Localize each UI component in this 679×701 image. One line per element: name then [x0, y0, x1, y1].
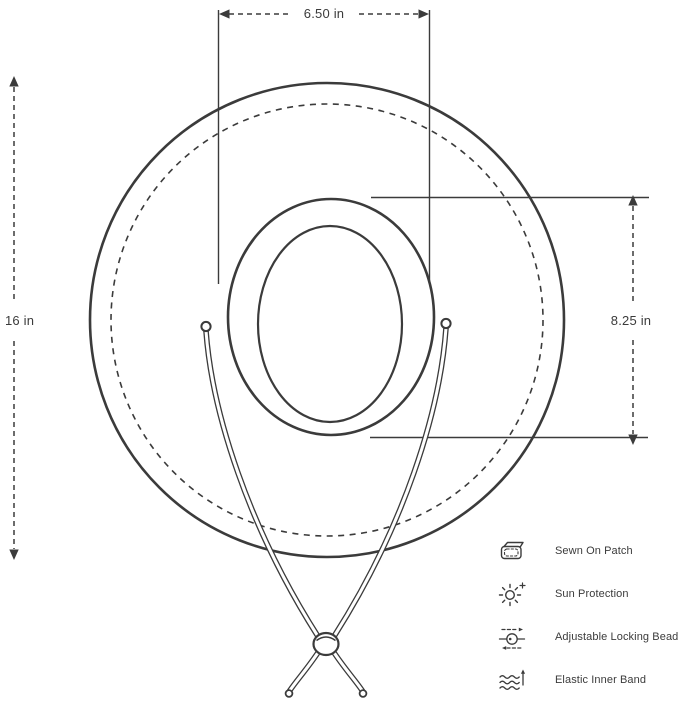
legend-label-sun-protection: Sun Protection	[555, 587, 629, 600]
legend-item-elastic-band: Elastic Inner Band	[496, 658, 678, 701]
dimension-arrow-left	[9, 76, 19, 560]
dimension-extension-lines	[217, 10, 649, 439]
dimension-arrow-right	[628, 195, 638, 445]
elastic-band-icon	[499, 669, 526, 690]
sewn-patch-icon	[500, 541, 524, 560]
dimension-arrow-top	[219, 9, 429, 19]
strap-tip-right	[358, 689, 368, 698]
crown-opening-inner	[256, 224, 404, 424]
hat-brim-outline	[88, 81, 566, 559]
feature-legend: Sewn On Patch Sun Protection	[496, 529, 678, 701]
brim-stitch-line	[110, 103, 544, 537]
dimension-label-overall-diameter: 16 in	[1, 312, 39, 329]
legend-item-sun-protection: Sun Protection	[496, 572, 678, 615]
legend-item-sewn-patch: Sewn On Patch	[496, 529, 678, 572]
strap-eyelet-left	[200, 320, 212, 333]
chin-strap-cords	[203, 325, 449, 694]
legend-item-locking-bead: Adjustable Locking Bead	[496, 615, 678, 658]
legend-label-locking-bead: Adjustable Locking Bead	[555, 630, 679, 643]
dimension-label-crown-width: 6.50 in	[299, 5, 349, 22]
legend-label-elastic-band: Elastic Inner Band	[555, 673, 647, 686]
strap-tip-left	[284, 689, 294, 698]
dimension-label-crown-height: 8.25 in	[606, 312, 656, 329]
locking-bead-icon	[498, 627, 526, 650]
legend-label-sewn-patch: Sewn On Patch	[555, 544, 633, 557]
sun-protection-icon	[498, 582, 526, 607]
bead-detail-line	[316, 636, 336, 642]
strap-eyelet-right	[440, 317, 452, 330]
crown-opening-outer	[226, 197, 436, 437]
